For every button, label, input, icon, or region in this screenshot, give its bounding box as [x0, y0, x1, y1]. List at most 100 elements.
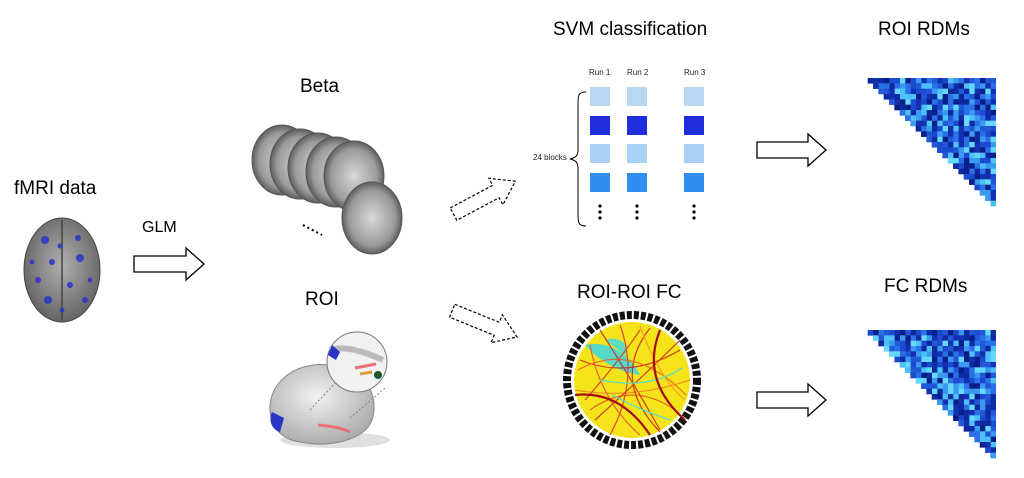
- rdm-cell: [969, 404, 975, 411]
- rdm-cell: [894, 330, 900, 336]
- rdm-cell: [921, 351, 927, 357]
- rdm-cell: [905, 104, 911, 111]
- rdm-cell: [947, 346, 954, 352]
- rdm-cell: [985, 415, 991, 421]
- rdm-cell: [942, 330, 948, 336]
- rdm-cell: [899, 346, 906, 352]
- rdm-cell: [953, 120, 959, 127]
- svm-block: [627, 173, 647, 192]
- rdm-cell: [985, 184, 991, 191]
- rdm-cell: [979, 83, 986, 89]
- rdm-cell: [905, 94, 911, 100]
- rdm-cell: [979, 120, 986, 127]
- rdm-cell: [958, 88, 964, 95]
- rdm-cell: [958, 104, 964, 111]
- rdm-cell: [942, 340, 948, 347]
- rdm-cell: [990, 174, 996, 180]
- rdm-cell: [963, 383, 970, 389]
- rdm-cell: [990, 126, 996, 132]
- svm-block: [590, 173, 610, 192]
- rdm-cell: [953, 131, 959, 137]
- rdm-cell: [979, 330, 986, 336]
- rdm-cell: [905, 340, 911, 347]
- rdm-cell: [974, 147, 980, 153]
- rdm-cell: [979, 340, 986, 347]
- rdm-cell: [990, 378, 996, 384]
- rdm-cell: [990, 88, 996, 95]
- rdm-cell: [926, 383, 932, 389]
- rdm-cell: [910, 88, 916, 95]
- rdm-cell: [990, 394, 996, 400]
- rdm-cell: [958, 78, 964, 84]
- rdm-cell: [942, 104, 948, 111]
- rdm-cell: [947, 404, 954, 411]
- rdm-cell: [947, 356, 954, 363]
- rdm-cell: [937, 115, 943, 121]
- rdm-cell: [910, 120, 916, 127]
- rdm-cell: [947, 362, 954, 368]
- rdm-cell: [905, 99, 911, 105]
- rdm-cell: [990, 356, 996, 363]
- rdm-cell: [963, 372, 970, 379]
- rdm-cell: [969, 147, 975, 153]
- rdm-cell: [985, 394, 991, 400]
- rdm-cell: [990, 388, 996, 395]
- rdm-cell: [990, 104, 996, 111]
- rdm-cell: [921, 88, 927, 95]
- rdm-cell: [905, 335, 911, 341]
- rdm-cell: [867, 78, 874, 84]
- rdm-cell: [915, 94, 922, 100]
- rdm-cell: [953, 378, 959, 384]
- rdm-cell: [963, 426, 970, 432]
- rdm-cell: [969, 94, 975, 100]
- rdm-cell: [979, 367, 986, 373]
- rdm-cell: [974, 436, 980, 443]
- rdm-cell: [947, 83, 954, 89]
- rdm-cell: [969, 174, 975, 180]
- svm-block: [684, 173, 704, 192]
- rdm-cell: [990, 195, 996, 201]
- rdm-cell: [947, 142, 954, 148]
- rdm-cell: [937, 131, 943, 137]
- rdm-cell: [974, 110, 980, 116]
- rdm-cell: [969, 168, 975, 175]
- rdm-cell: [889, 351, 895, 357]
- rdm-cell: [958, 136, 964, 143]
- rdm-cell: [926, 88, 932, 95]
- dashed-arrow-to-svm: [449, 177, 517, 222]
- rdm-cell: [958, 404, 964, 411]
- beta-label: Beta: [300, 76, 340, 97]
- rdm-cell: [963, 152, 970, 159]
- blocks-count-label: 24 blocks: [533, 153, 567, 162]
- rdm-cell: [963, 346, 970, 352]
- rdm-cell: [915, 110, 922, 116]
- rdm-cell: [915, 115, 922, 121]
- rdm-cell: [878, 330, 884, 336]
- rdm-cell: [985, 99, 991, 105]
- rdm-cell: [905, 88, 911, 95]
- rdm-cell: [958, 168, 964, 175]
- rdm-cell: [947, 88, 954, 95]
- rdm-cell: [937, 104, 943, 111]
- rdm-cell: [894, 351, 900, 357]
- rdm-cell: [937, 394, 943, 400]
- rdm-cell: [931, 83, 938, 89]
- rdm-cell: [969, 142, 975, 148]
- rdm-cell: [883, 83, 890, 89]
- rdm-cell: [974, 399, 980, 405]
- rdm-cell: [985, 447, 991, 453]
- rdm-cell: [969, 152, 975, 159]
- rdm-cell: [969, 104, 975, 111]
- rdm-cell: [931, 394, 938, 400]
- rdm-cell: [947, 115, 954, 121]
- rdm-cell: [915, 378, 922, 384]
- rdm-cell: [942, 126, 948, 132]
- rdm-cell: [985, 126, 991, 132]
- rdm-cell: [979, 399, 986, 405]
- rdm-cell: [942, 142, 948, 148]
- rdm-cell: [979, 372, 986, 379]
- rdm-cell: [969, 131, 975, 137]
- rdm-cell: [953, 367, 959, 373]
- rdm-cell: [953, 362, 959, 368]
- rdm-cell: [942, 378, 948, 384]
